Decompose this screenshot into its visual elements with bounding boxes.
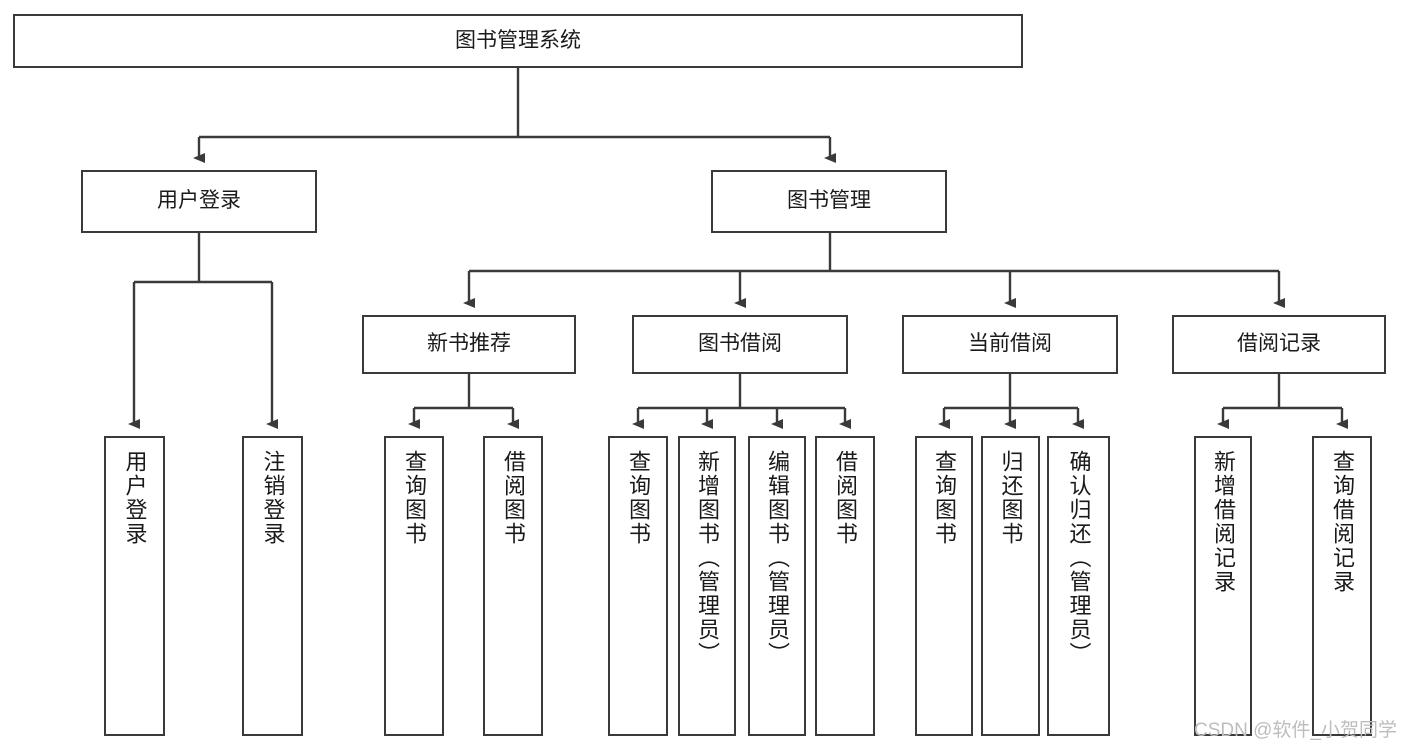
node-label: 图书管理系统 (455, 28, 581, 52)
node-label: 查询图书 (402, 450, 427, 546)
node-leaf-confirm-return-admin[interactable]: 确认归还（管理员） (1047, 436, 1110, 736)
node-book-management-system[interactable]: 图书管理系统 (13, 14, 1023, 68)
node-book-borrow[interactable]: 图书借阅 (632, 315, 848, 374)
node-label: 图书管理 (787, 189, 871, 213)
node-label: 新书推荐 (427, 332, 511, 356)
watermark-text: CSDN @软件_小贺同学 (1194, 720, 1397, 741)
node-label: 图书借阅 (698, 332, 782, 356)
node-leaf-return-book[interactable]: 归还图书 (981, 436, 1040, 736)
node-label: 查询图书 (932, 450, 957, 546)
node-label: 借阅图书 (501, 450, 526, 546)
node-current-borrow[interactable]: 当前借阅 (902, 315, 1118, 374)
node-leaf-add-book-admin[interactable]: 新增图书（管理员） (678, 436, 736, 736)
node-label: 借阅图书 (833, 450, 858, 546)
node-label: 查询图书 (626, 450, 651, 546)
node-leaf-query-book-current[interactable]: 查询图书 (915, 436, 973, 736)
node-book-manage[interactable]: 图书管理 (711, 170, 947, 233)
node-leaf-query-book-recommend[interactable]: 查询图书 (384, 436, 444, 736)
node-leaf-logout-login[interactable]: 注销登录 (242, 436, 303, 736)
node-leaf-edit-book-admin[interactable]: 编辑图书（管理员） (748, 436, 806, 736)
node-label: 归还图书 (998, 450, 1024, 546)
node-label: 当前借阅 (968, 332, 1052, 356)
node-label: 编辑图书（管理员） (765, 450, 790, 666)
node-leaf-query-borrow-record[interactable]: 查询借阅记录 (1312, 436, 1372, 736)
node-label: 查询借阅记录 (1330, 450, 1355, 594)
node-label: 借阅记录 (1237, 332, 1321, 356)
node-leaf-user-login[interactable]: 用户登录 (104, 436, 165, 736)
node-leaf-borrow-book-borrow[interactable]: 借阅图书 (815, 436, 875, 736)
node-label: 确认归还（管理员） (1066, 450, 1092, 666)
node-label: 新增图书（管理员） (695, 450, 720, 666)
node-label: 新增借阅记录 (1211, 450, 1236, 594)
node-user-login[interactable]: 用户登录 (81, 170, 317, 233)
node-new-book-recommend[interactable]: 新书推荐 (362, 315, 576, 374)
node-label: 用户登录 (157, 189, 241, 213)
node-label: 注销登录 (260, 450, 286, 546)
node-leaf-add-borrow-record[interactable]: 新增借阅记录 (1194, 436, 1252, 736)
node-leaf-query-book-borrow[interactable]: 查询图书 (608, 436, 668, 736)
node-label: 用户登录 (122, 450, 148, 546)
node-leaf-borrow-book-recommend[interactable]: 借阅图书 (483, 436, 543, 736)
node-borrow-record[interactable]: 借阅记录 (1172, 315, 1386, 374)
